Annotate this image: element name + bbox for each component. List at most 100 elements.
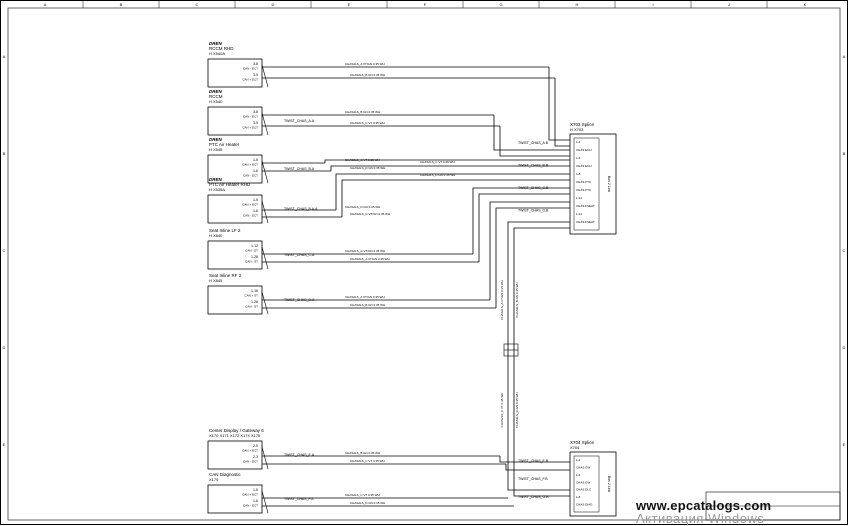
module-name: CAN Diagnostic — [209, 472, 242, 477]
pin-number: 1-12 — [251, 244, 258, 248]
wire-to-splice — [478, 193, 570, 262]
pin-number: 3-9 — [253, 121, 258, 125]
splice-box — [569, 133, 617, 235]
twist-label: TWIST_CHAS_F.A — [284, 497, 314, 501]
inner-border — [7, 7, 841, 521]
pin-number: 2-3 — [253, 455, 258, 459]
module-box — [207, 484, 263, 514]
pin-signal: CAN - ST — [245, 260, 258, 264]
splice-twist-label: TWIST_CHAS_C.B — [518, 186, 549, 190]
pin-signal: CAN + ECT — [242, 163, 258, 167]
column-label: D — [272, 2, 275, 7]
wire-to-splice — [493, 115, 570, 151]
row-label-right: E — [843, 442, 846, 447]
trunk-label: CHAS2LS_D GN 0.35 WH — [515, 392, 519, 427]
column-label: E — [348, 2, 351, 7]
column-label: I — [652, 2, 653, 7]
row-label-right: A — [843, 54, 846, 59]
pin-number: 1-5 — [253, 198, 258, 202]
pin-number: 1-6 — [253, 169, 258, 173]
module-connector: H X840 — [209, 233, 223, 238]
splice-row: 1-4 — [576, 140, 581, 144]
splice-row: 1-6 — [576, 156, 581, 160]
pin-number: 1-28 — [251, 255, 258, 259]
wire-to-splice — [495, 207, 570, 308]
connector-slash — [261, 64, 269, 88]
splice-row: CHAS FSEAT — [576, 220, 595, 224]
twist-label: TWIST_CHAS_B.A.A — [284, 207, 318, 211]
column-label: F — [424, 2, 427, 7]
pin-signal: CAN - ECT — [243, 115, 258, 119]
module-name: RCCM — [209, 94, 223, 99]
watermark-url: www.epcatalogs.com — [636, 498, 772, 513]
pin-signal: CAN + ST — [244, 294, 258, 298]
splice-twist-label: TWIST_CHAS_G.B — [518, 495, 549, 499]
pin-number: 1-5 — [253, 488, 258, 492]
trunk-label: CHAS2LS_C VT 0.35 WH — [500, 393, 504, 428]
module-connector: H X545 — [209, 147, 223, 152]
splice-row: CHAS GW — [576, 480, 591, 484]
splice-twist-label: TWIST_CHAS_D.B — [518, 209, 549, 213]
pin-number: 1-6 — [253, 209, 258, 213]
splice-row: 1-8 — [576, 172, 581, 176]
row-label-right: B — [843, 151, 846, 156]
wire-label: CHAS2LS_A VT/GN 0.35 WH — [345, 295, 385, 299]
wire-label: CHAS2LS_G VT/GN 0.35 WH — [345, 249, 385, 253]
module-box — [207, 154, 263, 184]
splice-side-label: Bus 2 Link — [607, 176, 611, 193]
pin-signal: CAN - ECT — [243, 67, 258, 71]
splice-name: X704 Splice — [570, 440, 595, 445]
module-name: PTC Air Heater — [209, 142, 240, 147]
column-label: B — [120, 2, 123, 7]
splice-row: 1-8 — [576, 495, 581, 499]
twist-label: TWIST_CHAS_D.A — [284, 298, 315, 302]
pin-signal: CAN + ECT — [242, 78, 258, 82]
pin-signal: CAN - ST — [245, 305, 258, 309]
module-brand: DREN — [209, 41, 223, 46]
splice-inner — [573, 455, 600, 513]
wire-to-splice — [505, 464, 570, 471]
module-connector: H X535A — [209, 187, 225, 192]
splice-twist-label: TWIST_CHAS_A.B — [518, 141, 549, 145]
module-box — [207, 106, 263, 136]
pin-signal: CAN - ECT — [243, 460, 258, 464]
splice-row: CHAS ECH — [576, 164, 592, 168]
pin-signal: CAN - ECT — [243, 504, 258, 508]
wire-label: CHAS2LS_A VT/GN 0.35 WH — [345, 62, 385, 66]
wire-label: CHAS2LS_D GN 0.35 WH — [420, 173, 455, 177]
wire-to-splice — [324, 159, 570, 163]
column-label: J — [728, 2, 730, 7]
twist-label: TWIST_CHAS_B.A — [284, 167, 315, 171]
wire-label: CHAS2LS_G VT/GN 0.35 WH — [350, 212, 390, 216]
splice-row: CHAS PTC — [576, 180, 592, 184]
wire-to-splice — [548, 67, 570, 141]
module-name: Seat Inline LF 2 — [209, 228, 241, 233]
trunk-wire — [513, 227, 570, 497]
splice-row: CHAS DIAG — [576, 503, 593, 507]
module-box — [207, 58, 263, 88]
connector-slash — [261, 160, 269, 184]
wire-to-splice — [489, 201, 570, 300]
row-label-left: E — [3, 442, 6, 447]
wire-label: CHAS2LS_D GN 0.35 WH — [350, 501, 385, 505]
connector-slash — [261, 112, 269, 136]
splice-twist-label: TWIST_CHAS_B.B — [518, 164, 549, 168]
pin-signal: CAN + ECT — [242, 449, 258, 453]
module-name: Center Display / Gateway 6 — [209, 428, 264, 433]
wire-to-splice — [335, 173, 570, 210]
wire-label: CHAS2LS_C VT 0.35 WH — [420, 160, 455, 164]
module-box — [207, 240, 263, 270]
module-brand: DREN — [209, 89, 223, 94]
pin-number: 3-8 — [253, 110, 258, 114]
twist-label: TWIST_CHAS_E.A — [284, 453, 315, 457]
module-connector: H X845 — [209, 278, 223, 283]
